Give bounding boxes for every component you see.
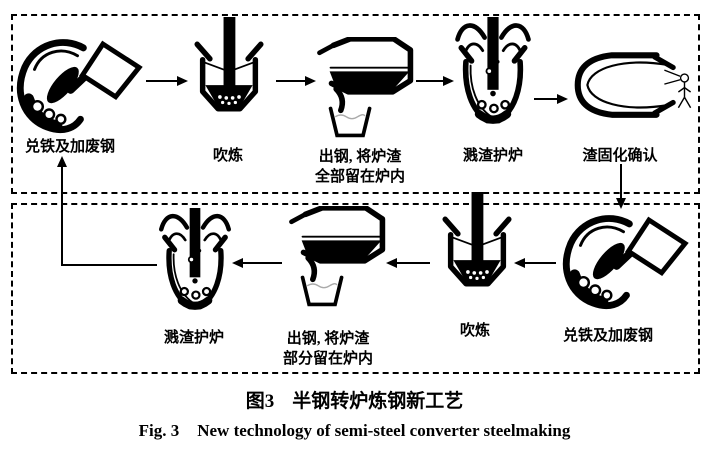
flow-arrow-left	[514, 258, 556, 268]
flow-arrow-right	[416, 76, 454, 86]
step-label: 兑铁及加废钢	[24, 139, 115, 155]
flow-arrow-left	[232, 258, 282, 268]
slag-splashing-converter-icon	[155, 208, 235, 328]
charging-converter-icon	[558, 212, 690, 315]
tapping-converter-icon	[280, 206, 392, 310]
slag-splashing-converter-icon	[451, 17, 535, 143]
flow-arrow-down	[616, 164, 626, 209]
blowing-converter-icon	[436, 192, 518, 312]
charging-converter-icon	[12, 36, 144, 139]
flow-arrow-up	[57, 156, 67, 266]
step-label: 出钢, 将炉渣 部分留在炉内	[282, 331, 373, 367]
return-connector-line	[62, 264, 157, 266]
bottom-process-box	[11, 203, 700, 374]
step-label: 溅渣护炉	[163, 330, 224, 346]
step-label: 溅渣护炉	[462, 148, 523, 164]
tapping-converter-icon	[308, 37, 420, 141]
flow-arrow-right	[276, 76, 316, 86]
step-label: 吹炼	[459, 323, 490, 339]
step-label: 吹炼	[212, 148, 243, 164]
flow-arrow-right	[534, 94, 568, 104]
step-label: 出钢, 将炉渣 全部留在炉内	[314, 149, 405, 185]
step-label: 兑铁及加废钢	[562, 328, 653, 344]
blowing-converter-icon	[188, 17, 270, 137]
top-process-box	[11, 14, 700, 194]
step-label: 渣固化确认	[582, 148, 658, 164]
flow-arrow-left	[386, 258, 430, 268]
flow-arrow-right	[146, 76, 188, 86]
slag-check-converter-icon	[566, 50, 698, 120]
